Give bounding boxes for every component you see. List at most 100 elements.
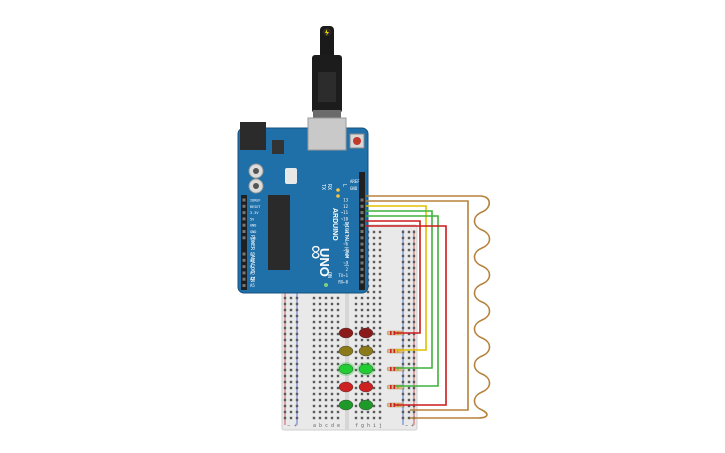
- resistor-band: [390, 385, 392, 389]
- digital-pin-label: 13: [343, 198, 348, 203]
- led[interactable]: [338, 345, 354, 357]
- resistor-band: [390, 367, 392, 371]
- wire-red-2[interactable]: [366, 225, 447, 406]
- digital-pin-label: 8: [346, 229, 349, 234]
- power-label: POWER: [249, 235, 255, 251]
- rail-plus-label: +: [294, 423, 297, 429]
- power-pin[interactable]: [242, 236, 246, 240]
- digital-pin[interactable]: [360, 255, 364, 259]
- led[interactable]: [338, 363, 354, 375]
- wire-green-1[interactable]: [366, 210, 433, 369]
- power-pin[interactable]: [242, 230, 246, 233]
- digital-pin-label: ~11: [341, 210, 349, 215]
- digital-pin[interactable]: [360, 230, 364, 233]
- resistor-band: [397, 349, 399, 353]
- on-label: ON: [326, 272, 332, 278]
- power-pin[interactable]: [242, 204, 246, 208]
- wire-brown-pin13[interactable]: [366, 195, 491, 419]
- col-label-d: d: [331, 423, 334, 429]
- on-led: [324, 283, 328, 287]
- digital-label: DIGITAL (PWM ~): [343, 222, 349, 267]
- digital-pin[interactable]: [360, 204, 364, 208]
- arduino-logo-icon: ∞: [305, 245, 327, 259]
- analog-pin-label: A0: [250, 252, 255, 257]
- digital-pin-label: ~6: [343, 242, 348, 247]
- led[interactable]: [358, 327, 374, 339]
- analog-pin[interactable]: [242, 258, 246, 262]
- led-group[interactable]: [337, 327, 405, 411]
- rail-minus-label-right: −: [405, 423, 408, 429]
- rx-led: [336, 194, 340, 198]
- analog-pin-label: A5: [250, 283, 255, 288]
- power-pin[interactable]: [242, 198, 246, 202]
- power-pin[interactable]: [242, 217, 246, 221]
- resistor-band: [393, 331, 396, 335]
- rail-minus-label: −: [287, 423, 290, 429]
- power-pin-label: IOREF: [250, 199, 261, 203]
- analog-pin[interactable]: [242, 252, 246, 256]
- analog-pin-label: A2: [250, 264, 255, 269]
- digital-pin[interactable]: [360, 236, 364, 240]
- wire-group[interactable]: [366, 195, 491, 419]
- digital-pin[interactable]: [360, 223, 364, 227]
- led[interactable]: [338, 327, 354, 339]
- led[interactable]: [358, 363, 374, 375]
- digital-pin-label: ~10: [341, 216, 349, 221]
- wire-yellow[interactable]: [366, 205, 427, 351]
- led[interactable]: [358, 345, 374, 357]
- analog-pin[interactable]: [242, 265, 246, 269]
- tx-label: TX: [320, 184, 326, 190]
- analog-pin-label: A4: [250, 277, 255, 282]
- power-pin-label: 5V: [250, 217, 255, 221]
- power-pin-label: Vin: [250, 236, 256, 240]
- power-pin-label: GND: [250, 224, 256, 228]
- wire-brown-gnd[interactable]: [366, 200, 469, 411]
- resistor-band: [397, 385, 399, 389]
- col-label-c: c: [325, 423, 328, 429]
- power-jack[interactable]: [240, 122, 266, 150]
- resistor-band: [393, 349, 396, 353]
- col-label-j: j: [379, 423, 382, 429]
- analog-pin[interactable]: [242, 271, 246, 275]
- led[interactable]: [338, 381, 354, 393]
- analog-pin-label: A1: [250, 258, 255, 263]
- rail-plus-label-right: +: [411, 423, 414, 429]
- analog-pin[interactable]: [242, 284, 246, 287]
- power-header[interactable]: [241, 195, 247, 290]
- usb-cable[interactable]: [312, 26, 342, 118]
- usb-port[interactable]: [307, 117, 347, 151]
- led[interactable]: [358, 381, 374, 393]
- digital-pin-label: TX→1: [338, 273, 348, 278]
- model-name: UNO: [317, 248, 332, 277]
- digital-pin[interactable]: [360, 242, 364, 246]
- digital-pin[interactable]: [360, 267, 364, 271]
- power-pin[interactable]: [242, 211, 246, 215]
- digital-pin-label: RX←0: [338, 279, 348, 284]
- power-pin-label: 3.3V: [250, 211, 259, 215]
- digital-pin[interactable]: [360, 211, 364, 215]
- digital-pin-label: 12: [343, 204, 348, 209]
- reset-button-icon[interactable]: [353, 137, 361, 145]
- digital-pin[interactable]: [360, 274, 364, 278]
- wire-green-2[interactable]: [366, 215, 439, 387]
- wire-red-1[interactable]: [366, 220, 421, 334]
- digital-pin[interactable]: [360, 248, 364, 252]
- led[interactable]: [358, 399, 374, 411]
- analog-pin[interactable]: [242, 277, 246, 281]
- led[interactable]: [338, 399, 354, 411]
- digital-pin[interactable]: [360, 217, 364, 221]
- resistor-band: [390, 403, 392, 407]
- power-pin[interactable]: [242, 223, 246, 227]
- resistor-band: [397, 367, 399, 371]
- digital-pin[interactable]: [360, 198, 364, 202]
- arduino-board[interactable]: ∞ ARDUINO UNO DIGITAL (PWM ~) POWER ANAL…: [237, 117, 369, 294]
- resistor-band: [393, 385, 396, 389]
- analog-pin-label: A3: [250, 270, 255, 275]
- digital-pin[interactable]: [360, 280, 364, 284]
- digital-pin-label: ~9: [343, 223, 348, 228]
- digital-pin[interactable]: [360, 261, 364, 265]
- col-label-h: h: [367, 423, 370, 429]
- power-pin-label: GND: [250, 230, 256, 234]
